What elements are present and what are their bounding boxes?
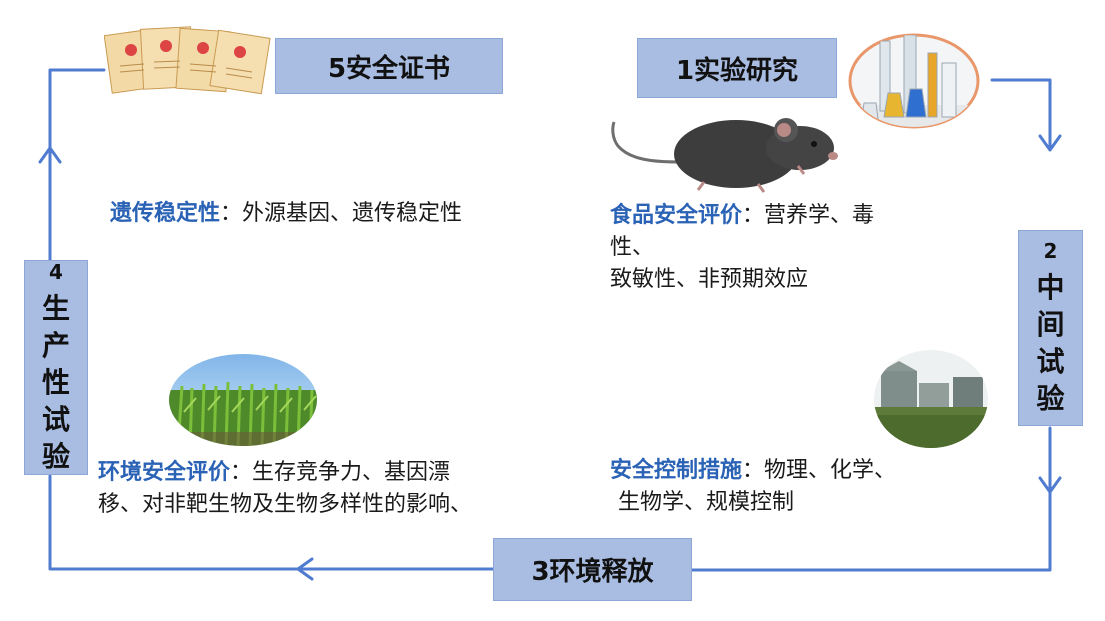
environmental-safety-title: 环境安全评价	[98, 460, 231, 485]
certificate-icon	[104, 26, 271, 95]
stage-4-production-trial: 4 生 产 性 试 验	[24, 260, 88, 475]
food-safety-line2: 性、	[610, 234, 655, 260]
safety-control-title: 安全控制措施	[610, 458, 743, 483]
stage-2-char: 验	[1036, 382, 1065, 416]
stage-1-label: 1实验研究	[675, 55, 799, 86]
stage-3-label: 3环境释放	[531, 557, 654, 587]
stage-4-char: 生	[41, 292, 70, 326]
stage-2-number: 2	[1043, 238, 1058, 263]
mouse-icon	[611, 118, 838, 193]
stage-2-char: 试	[1036, 345, 1065, 379]
stage-2-char: 间	[1036, 308, 1065, 342]
stage-4-char: 产	[41, 329, 70, 363]
stage-4-char: 验	[41, 440, 70, 474]
stage-4-char: 试	[41, 403, 70, 437]
field-trial-icon	[874, 350, 988, 448]
safety-control-line2: 生物学、规模控制	[618, 489, 795, 515]
stage-2-char: 中	[1036, 271, 1065, 305]
safety-control-line1: 物理、化学、	[764, 458, 897, 483]
environmental-safety-line2: 移、对非靶生物及生物多样性的影响、	[98, 491, 473, 517]
environmental-safety-line1: 生存竞争力、基因漂	[252, 460, 451, 485]
stage-4-char: 性	[41, 366, 70, 400]
note-separator: ：	[230, 460, 253, 485]
environmental-safety-note: 环境安全评价：生存竞争力、基因漂 移、对非靶生物及生物多样性的影响、	[98, 457, 472, 521]
genetic-stability-note: 遗传稳定性：外源基因、遗传稳定性	[110, 198, 462, 230]
note-separator: ：	[742, 203, 765, 228]
stage-4-number: 4	[49, 259, 63, 284]
food-safety-note: 食品安全评价：营养学、毒 性、 致敏性、非预期效应	[610, 200, 874, 296]
stage-5-safety-certificate: 5安全证书	[275, 38, 503, 94]
stage-2-intermediate-trial: 2 中 间 试 验	[1018, 230, 1083, 426]
note-separator: ：	[742, 458, 765, 483]
food-safety-title: 食品安全评价	[610, 203, 743, 228]
stage-1-lab-research: 1实验研究	[637, 38, 837, 98]
safety-control-note: 安全控制措施：物理、化学、 生物学、规模控制	[610, 455, 896, 519]
stage-3-environmental-release: 3环境释放	[493, 538, 692, 601]
stage-5-label: 5安全证书	[327, 53, 451, 84]
crop-field-icon	[169, 354, 317, 446]
genetic-stability-text: 外源基因、遗传稳定性	[242, 201, 463, 226]
food-safety-line1: 营养学、毒	[764, 203, 875, 228]
food-safety-line3: 致敏性、非预期效应	[610, 266, 809, 292]
genetic-stability-title: 遗传稳定性	[110, 201, 221, 226]
note-separator: ：	[220, 201, 243, 226]
lab-glassware-icon	[848, 33, 980, 129]
